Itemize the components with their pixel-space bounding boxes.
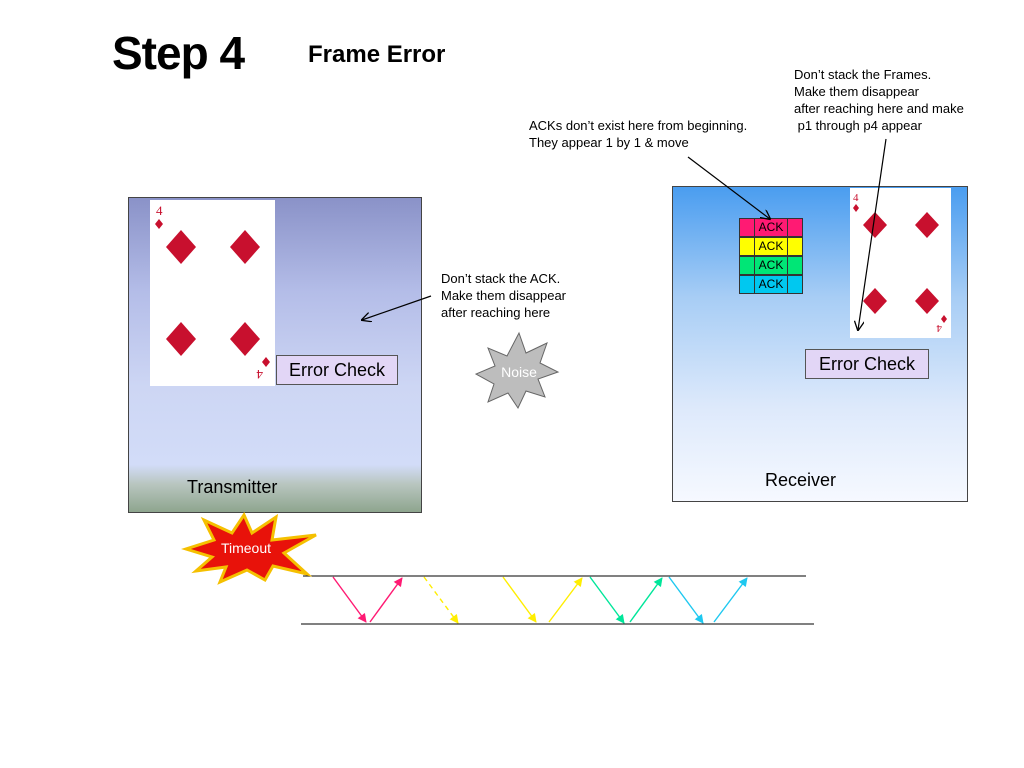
receiver-label: Receiver	[765, 470, 837, 490]
diamond-icon	[230, 322, 260, 356]
diamond-icon	[166, 322, 196, 356]
diamond-icon	[915, 288, 939, 314]
ack-frame-2-label: ACK	[755, 238, 788, 255]
ack-1-arrow	[369, 577, 403, 623]
note-frames: Don’t stack the Frames. Make them disapp…	[794, 66, 964, 134]
note-frames-line-3: after reaching here and make	[794, 101, 964, 116]
note-acks-origin-line-1: ACKs don’t exist here from beginning.	[529, 118, 748, 133]
step-heading: Step 4	[112, 27, 245, 79]
ack-frame-2: ACK	[739, 237, 803, 256]
note-ack-stack-line-3: after reaching here	[441, 305, 551, 320]
noise-label: Noise	[501, 364, 537, 380]
note-arrow-to-transmitter	[362, 295, 432, 320]
receiver-error-check: Error Check	[805, 349, 929, 379]
note-acks-origin: ACKs don’t exist here from beginning. Th…	[529, 117, 747, 151]
ack-frame-1-label: ACK	[755, 219, 788, 236]
ack-frame-4-label: ACK	[755, 276, 788, 293]
diamond-pip-icon	[155, 219, 163, 229]
transmitter-card-rank-inverted: 4	[256, 367, 263, 382]
transmitter-card-rank: 4	[156, 203, 163, 218]
note-ack-stack-line-1: Don’t stack the ACK.	[441, 271, 561, 286]
note-ack-stack: Don’t stack the ACK. Make them disappear…	[441, 270, 566, 321]
frame-2-resend-arrow	[502, 576, 537, 623]
diamond-pip-icon	[853, 204, 859, 212]
ack-4-arrow	[713, 577, 748, 623]
note-acks-origin-line-2: They appear 1 by 1 & move	[529, 135, 689, 150]
ack-3-arrow	[629, 577, 663, 623]
diamond-icon	[915, 212, 939, 238]
ack-frame-3-label: ACK	[755, 257, 788, 274]
frame-4-arrow	[668, 576, 704, 624]
timeout-label: Timeout	[220, 540, 272, 556]
ack-frame-4: ACK	[739, 275, 803, 294]
note-frames-line-1: Don’t stack the Frames.	[794, 67, 932, 82]
timeout-burst-icon	[181, 511, 317, 585]
transmitter-card: 4 4	[150, 200, 275, 386]
ack-2-arrow	[548, 577, 583, 623]
note-ack-stack-line-2: Make them disappear	[441, 288, 567, 303]
receiver-card-rank-inverted: 4	[936, 322, 942, 334]
note-frames-line-2: Make them disappear	[794, 84, 920, 99]
ack-stack: ACK ACK ACK ACK	[739, 218, 803, 294]
diamond-pip-icon	[941, 315, 947, 323]
diamond-icon	[166, 230, 196, 264]
frame-3-arrow	[589, 576, 625, 624]
ack-frame-3: ACK	[739, 256, 803, 275]
diamond-pip-icon	[262, 357, 270, 367]
noise-burst-icon	[474, 331, 560, 410]
note-frames-line-4: p1 through p4 appear	[794, 118, 922, 133]
frame-2-lost-arrow	[423, 576, 459, 624]
note-arrow-to-card	[858, 138, 887, 330]
transmitter-label: Transmitter	[187, 477, 278, 497]
receiver-card-rank: 4	[853, 192, 859, 204]
diamond-icon	[230, 230, 260, 264]
note-arrow-to-ack	[687, 156, 770, 219]
diamond-icon	[863, 212, 887, 238]
transmitter-error-check: Error Check	[276, 355, 398, 385]
frame-1-arrow	[332, 576, 367, 623]
receiver-card: 4 4	[850, 188, 951, 338]
frame-error-title: Frame Error	[308, 41, 446, 68]
diamond-icon	[863, 288, 887, 314]
